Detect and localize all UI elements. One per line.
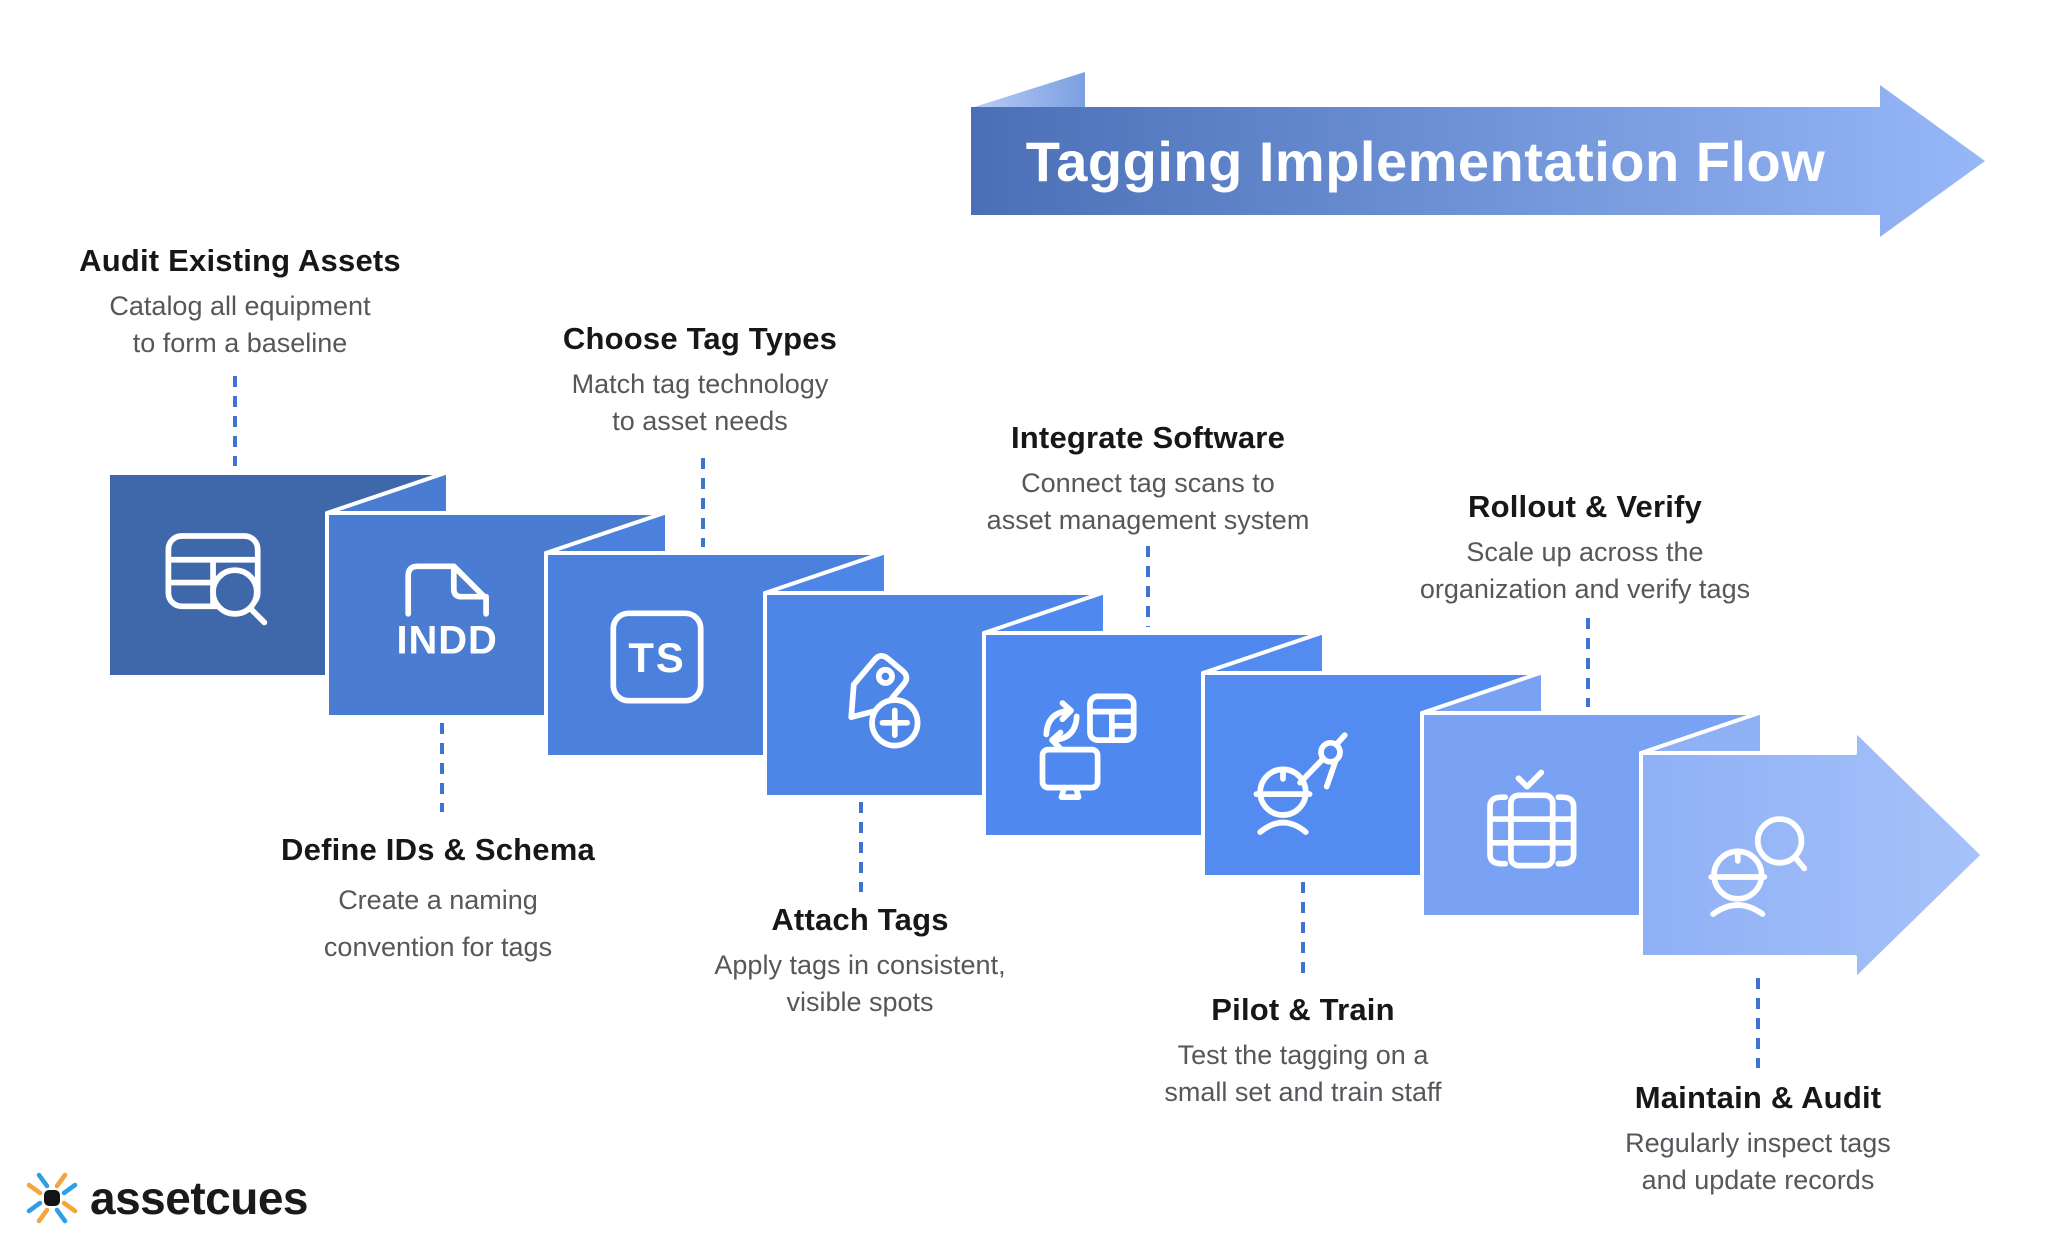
assetcues-logo: assetcues [24,1170,309,1226]
banner-fold [971,72,1085,108]
starburst-icon [26,1172,78,1224]
step-title: Choose Tag Types [562,321,838,356]
tag-type-label: TS [628,634,685,681]
connectors [233,376,1760,1068]
title-banner [971,72,1985,237]
step-description: Apply tags in consistent,visible spots [714,950,1006,1017]
step-label-audit-existing-assets: Audit Existing Assets Catalog all equipm… [20,243,460,362]
step-boxes [106,470,1985,982]
engineer-search-icon [1708,816,1808,917]
final-arrow-shape [1639,728,1985,982]
engineer-compass-icon [1253,732,1348,835]
file-type-label: INDD [396,619,497,663]
page-title: Tagging Implementation Flow [1025,129,1826,193]
step-title: Maintain & Audit [1634,1080,1882,1115]
sync-monitor-table-icon [1039,693,1137,800]
step-title: Attach Tags [771,902,949,937]
step-title: Integrate Software [1010,420,1286,455]
step-title: Define IDs & Schema [281,832,595,867]
tag-plus-icon [848,653,921,749]
table-search-icon [165,533,268,626]
step-title: Rollout & Verify [1467,489,1702,524]
ts-badge-icon: TS [610,610,704,704]
step-label-attach-tags: Attach Tags Apply tags in consistent,vis… [640,902,1080,1021]
indd-file-icon: INDD [396,563,497,663]
banner-arrow-shape [971,85,1985,237]
step-title: Audit Existing Assets [79,243,401,278]
step-title: Pilot & Train [1211,992,1395,1027]
logo-text: assetcues [90,1172,309,1224]
checklist-brackets-icon [1487,769,1577,869]
